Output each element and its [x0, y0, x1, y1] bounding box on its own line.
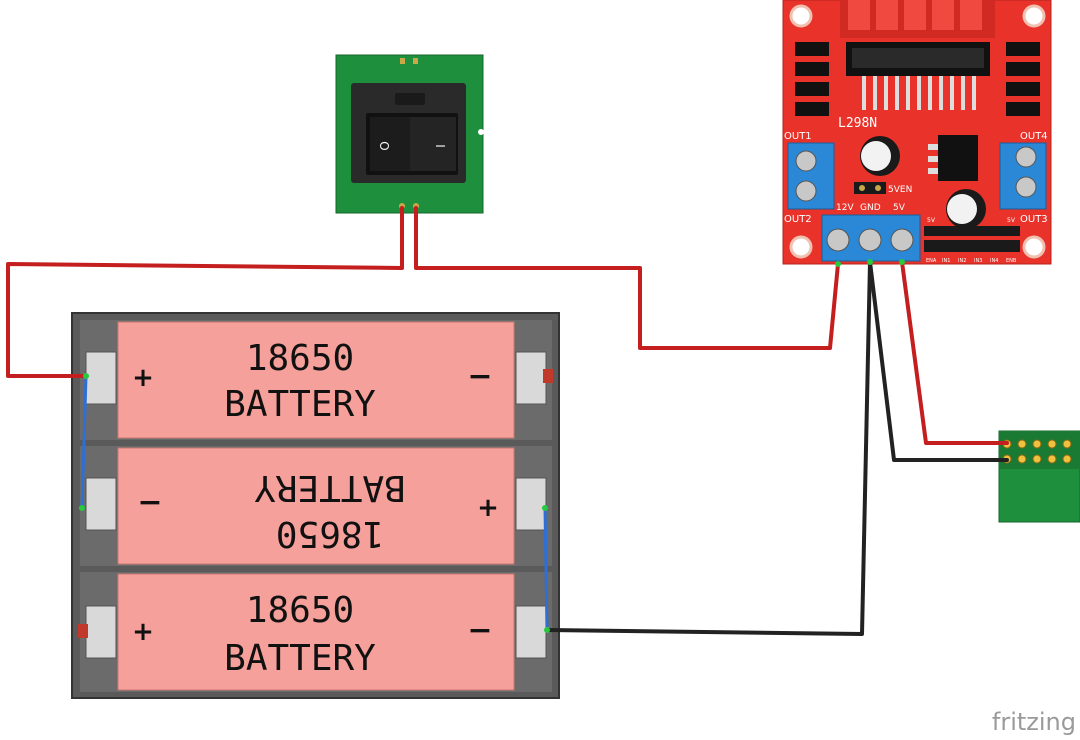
heatsink: [840, 0, 995, 38]
wire-gnd-to-module: [868, 260, 1009, 462]
l298n-driver-board: L298N OUT1 OUT4 OUT2 OUT3: [782, 0, 1052, 265]
5ven-jumper: [854, 182, 886, 194]
battery-cell-1-minus: −: [467, 359, 492, 394]
power-terminal: [821, 214, 921, 262]
battery-cell-1: + − 18650 BATTERY: [80, 320, 552, 440]
out3-label: OUT3: [1020, 214, 1048, 225]
mounting-hole: [789, 4, 813, 28]
battery-cell-2: − + BATTERY 18650: [80, 446, 552, 566]
contact-marker: [78, 624, 88, 638]
wire-battery-series-right: [543, 506, 549, 632]
header-pin-in4: IN4: [990, 258, 998, 264]
12v-label: 12V: [836, 203, 854, 213]
wire-gnd-to-battery-negative: [545, 260, 872, 636]
battery-cell-3-label: BATTERY: [224, 638, 376, 679]
mounting-hole: [789, 235, 813, 259]
battery-cell-2-label: BATTERY: [254, 467, 406, 508]
l298n-chip: [846, 42, 990, 110]
battery-holder: + − 18650 BATTERY − + BATTERY 18650 + −: [71, 312, 560, 699]
out4-label: OUT4: [1020, 131, 1048, 142]
out1-out2-terminal: [787, 142, 835, 210]
wire-switch-to-battery-positive: [6, 206, 404, 378]
wires: [6, 206, 1009, 636]
wire-5v-to-module: [900, 260, 1009, 445]
5v-right-label: 5V: [1007, 217, 1016, 224]
mounting-hole: [1022, 235, 1046, 259]
5ven-label: 5VEN: [888, 185, 912, 195]
battery-cell-3-minus: −: [467, 613, 492, 648]
battery-cell-2-minus: −: [137, 485, 162, 520]
rocker-switch: O I: [335, 54, 484, 214]
out1-label: OUT1: [784, 131, 812, 142]
switch-on-symbol: I: [433, 144, 447, 148]
gnd-label: GND: [860, 203, 881, 213]
header-pin-ena: ENA: [926, 258, 937, 264]
out3-out4-terminal: [999, 142, 1047, 210]
battery-cell-3-plus: +: [132, 617, 154, 647]
switch-off-symbol: O: [377, 141, 391, 150]
5v-left-label: 5V: [927, 217, 936, 224]
out2-label: OUT2: [784, 214, 812, 225]
control-header: [924, 226, 1020, 252]
header-pin-in2: IN2: [958, 258, 966, 264]
battery-cell-3: + − 18650 BATTERY: [80, 572, 552, 692]
battery-cell-2-model: 18650: [276, 513, 384, 554]
mounting-hole: [1022, 4, 1046, 28]
battery-cell-1-plus: +: [132, 363, 154, 393]
battery-cell-3-model: 18650: [246, 590, 354, 631]
wire-battery-series-left: [80, 374, 88, 510]
battery-cell-1-label: BATTERY: [224, 384, 376, 425]
battery-cell-1-model: 18650: [246, 338, 354, 379]
small-green-module: [998, 430, 1080, 523]
5v-label: 5V: [893, 203, 906, 213]
diodes-right: [1006, 42, 1040, 116]
voltage-regulator: [928, 135, 978, 181]
battery-cell-2-plus: +: [477, 493, 499, 523]
header-pin-enb: ENB: [1006, 258, 1017, 264]
diodes-left: [795, 42, 829, 116]
wire-switch-to-12v: [414, 206, 840, 350]
chip-label: L298N: [838, 116, 877, 131]
fritzing-watermark: fritzing: [992, 708, 1076, 736]
contact-marker: [543, 369, 553, 383]
header-pin-in3: IN3: [974, 258, 982, 264]
header-pin-in1: IN1: [942, 258, 950, 264]
